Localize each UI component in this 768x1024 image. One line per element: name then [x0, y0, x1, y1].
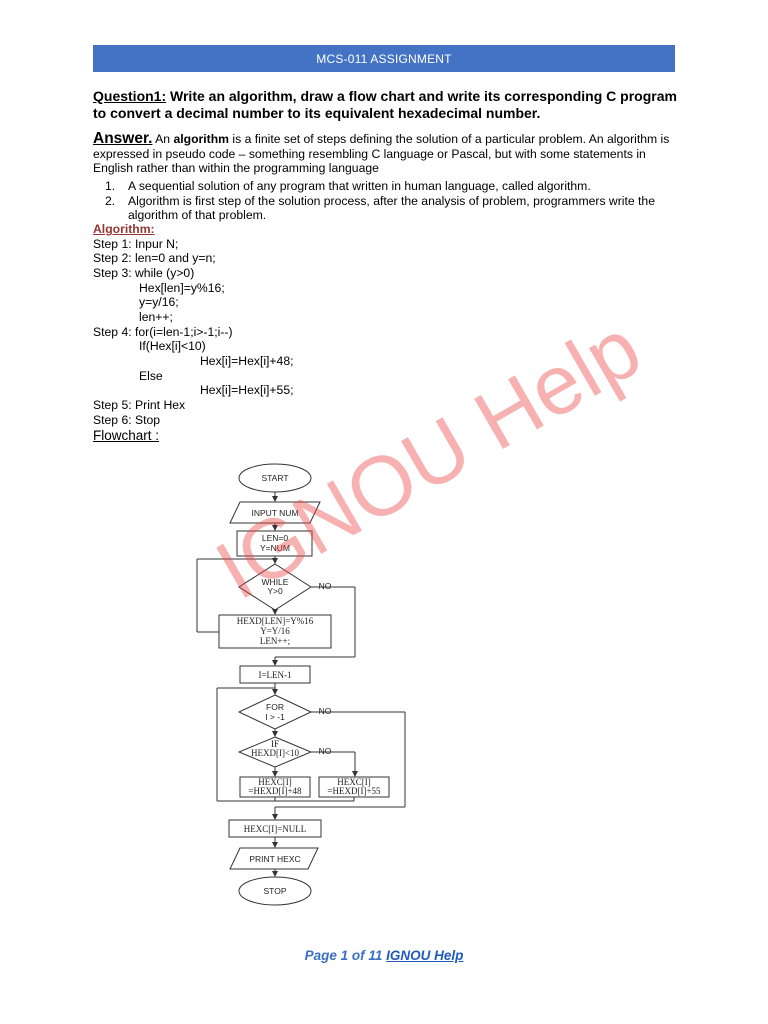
algorithm-line: Step 6: Stop — [93, 412, 161, 427]
print-label: PRINT HEXC — [249, 854, 300, 864]
footer-link[interactable]: IGNOU Help — [386, 948, 464, 963]
print-box — [229, 847, 319, 870]
algorithm-line: Step 2: len=0 and y=n; — [93, 251, 216, 266]
answer-pre: An — [152, 132, 174, 146]
algorithm-line: y=y/16; — [139, 295, 179, 310]
algorithm-block: Algorithm: Step 1: Inpur N; Step 2: len=… — [93, 222, 493, 444]
page-number: Page 1 of 11 — [304, 948, 383, 963]
question: Question1: Write an algorithm, draw a fl… — [93, 88, 683, 122]
while-no-label: NO — [319, 581, 332, 591]
algorithm-line: Step 5: Print Hex — [93, 397, 186, 412]
while-label-2: Y>0 — [267, 586, 283, 596]
algorithm-line: len++; — [139, 309, 173, 324]
if-label-2: HEXD[I]<10 — [251, 748, 300, 758]
init-box — [236, 530, 313, 557]
algorithm-title: Algorithm: — [93, 222, 155, 236]
body-label-1: HEXD[LEN]=Y%16 — [237, 616, 314, 626]
null-label: HEXC[I]=NULL — [244, 824, 307, 834]
for-label-1: FOR — [266, 702, 284, 712]
answer-text: is a finite set of steps defining the so… — [93, 132, 670, 176]
algorithm-line: Hex[i]=Hex[i]+48; — [200, 353, 294, 368]
if-label-1: IF — [271, 739, 279, 749]
header-bar: MCS-011 ASSIGNMENT — [93, 45, 675, 72]
algorithm-line: If(Hex[i]<10) — [139, 339, 206, 354]
stop-label: STOP — [264, 886, 287, 896]
while-label-1: WHILE — [262, 577, 289, 587]
list-text: Algorithm is first step of the solution … — [128, 193, 655, 223]
loop-body-box — [218, 614, 332, 649]
if-no-label: NO — [319, 746, 332, 756]
body-label-3: LEN++; — [260, 636, 290, 646]
algorithm-line: Hex[len]=y%16; — [139, 280, 225, 295]
list-item: 2. Algorithm is first step of the solutio… — [93, 194, 683, 223]
algorithm-line: Step 4: for(i=len-1;i>-1;i--) — [93, 324, 233, 339]
start-label: START — [261, 473, 288, 483]
list-text: A sequential solution of any program tha… — [128, 179, 591, 193]
question-text: Write an algorithm, draw a flow chart an… — [93, 88, 677, 121]
algorithm-line: Hex[i]=Hex[i]+55; — [200, 383, 294, 398]
init-label-2: Y=NUM — [260, 543, 290, 553]
branch-true-label-1: HEXC[I] — [258, 777, 292, 787]
flowchart-diagram: START INPUT NUM LEN=0 Y=NUM WHILE Y>0 NO… — [196, 463, 406, 906]
branch-true-label-2: =HEXD[I]+48 — [248, 786, 302, 796]
input-box — [229, 501, 321, 524]
list-number: 1. — [105, 179, 116, 193]
algorithm-line: Else — [139, 368, 163, 383]
list-number: 2. — [105, 193, 116, 208]
branch-false-label-2: =HEXD[I]+55 — [327, 786, 381, 796]
branch-false-label-1: HEXC[I] — [337, 777, 371, 787]
algorithm-line: Step 1: Inpur N; — [93, 236, 179, 251]
assignment-title: MCS-011 ASSIGNMENT — [316, 51, 452, 66]
for-label-2: I > -1 — [265, 712, 285, 722]
stop-terminal — [238, 876, 312, 906]
algorithm-line: Step 3: while (y>0) — [93, 265, 195, 280]
page-footer: Page 1 of 11 IGNOU Help — [0, 948, 768, 963]
init-label-1: LEN=0 — [262, 533, 288, 543]
body-label-2: Y=Y/16 — [260, 626, 290, 636]
answer-paragraph: Answer. An algorithm is a finite set of … — [93, 130, 683, 176]
flowchart-label: Flowchart : — [93, 428, 160, 444]
answer-bold-term: algorithm — [173, 132, 229, 146]
numbered-list: 1. A sequential solution of any program t… — [93, 179, 683, 223]
list-item: 1. A sequential solution of any program t… — [93, 179, 683, 194]
iset-label: I=LEN-1 — [258, 670, 291, 680]
question-label: Question1: — [93, 88, 167, 104]
answer-label: Answer. — [93, 130, 153, 147]
for-no-label: NO — [319, 706, 332, 716]
input-label: INPUT NUM — [251, 508, 298, 518]
